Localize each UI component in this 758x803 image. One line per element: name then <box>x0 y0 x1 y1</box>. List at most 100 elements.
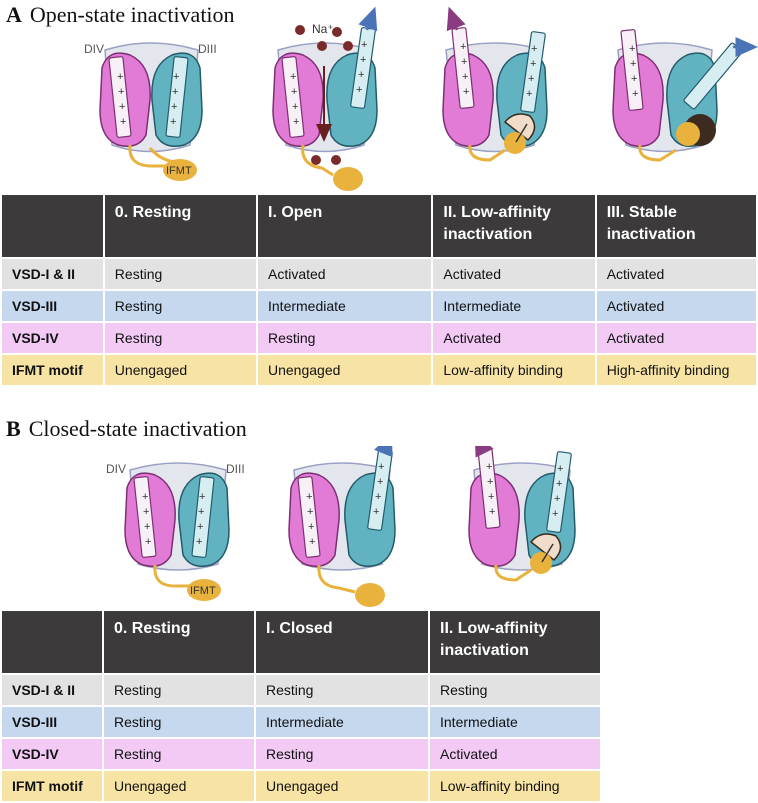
table-cell: Activated <box>596 291 756 321</box>
div-label: DIV <box>84 42 104 56</box>
table-cell: Resting <box>256 675 428 705</box>
table-cell: Resting <box>104 675 254 705</box>
svg-text:+: + <box>631 73 637 85</box>
div-label: DIV <box>106 462 126 476</box>
svg-text:+: + <box>526 88 532 100</box>
svg-text:+: + <box>528 73 534 85</box>
svg-text:+: + <box>377 476 383 488</box>
channel-a-open: + + + + + + + + Na⁺ <box>272 6 378 191</box>
svg-text:+: + <box>292 101 298 113</box>
table-row: VSD-III Resting Intermediate Intermediat… <box>2 291 756 321</box>
svg-text:+: + <box>145 536 151 548</box>
row-header: VSD-III <box>2 707 102 737</box>
panel-a-illustration: ++++ ++++ IFMT DIV DIII ++++ ++++ Na⁺ ++… <box>84 6 758 191</box>
svg-text:+: + <box>462 71 468 83</box>
table-header-row: 0. Resting I. Closed II. Low-affinity in… <box>2 611 600 673</box>
svg-text:+: + <box>557 463 563 475</box>
channel-b-resting: ++++ ++++ IFMT DIV DIII <box>106 462 245 601</box>
header-cell <box>2 195 103 257</box>
svg-text:+: + <box>308 521 314 533</box>
svg-text:+: + <box>199 491 205 503</box>
svg-text:+: + <box>309 536 315 548</box>
header-cell <box>2 611 102 673</box>
table-cell: Resting <box>104 259 256 289</box>
table-row: IFMT motif Unengaged Unengaged Low-affin… <box>2 355 756 385</box>
table-cell: Activated <box>258 259 432 289</box>
row-header: VSD-I & II <box>2 259 103 289</box>
table-row: IFMT motif Unengaged Unengaged Low-affin… <box>2 771 600 801</box>
svg-text:+: + <box>173 71 179 83</box>
header-cell: II. Low-affinity inactivation <box>430 611 600 673</box>
table-cell: Activated <box>596 259 756 289</box>
table-cell: Unengaged <box>104 355 256 385</box>
panel-b-letter: B <box>6 416 21 441</box>
table-header-row: 0. Resting I. Open II. Low-affinity inac… <box>2 195 756 257</box>
panel-b-state-table: 0. Resting I. Closed II. Low-affinity in… <box>0 609 602 803</box>
table-cell: Unengaged <box>258 355 432 385</box>
table-cell: Resting <box>256 739 428 769</box>
svg-text:+: + <box>118 86 124 98</box>
table-cell: Low-affinity binding <box>430 771 600 801</box>
svg-text:+: + <box>489 506 495 518</box>
table-cell: Resting <box>104 291 256 321</box>
ifmt-label: IFMT <box>190 585 216 597</box>
svg-text:+: + <box>142 491 148 503</box>
svg-text:+: + <box>290 71 296 83</box>
svg-text:+: + <box>460 41 466 53</box>
table-cell: Intermediate <box>433 291 595 321</box>
na-ion-label: Na⁺ <box>312 22 334 36</box>
svg-text:+: + <box>487 476 493 488</box>
table-cell: Resting <box>258 323 432 353</box>
row-header: VSD-IV <box>2 739 102 769</box>
svg-text:+: + <box>306 491 312 503</box>
svg-text:+: + <box>530 58 536 70</box>
svg-text:+: + <box>358 69 364 81</box>
svg-text:+: + <box>554 493 560 505</box>
table-cell: Resting <box>104 707 254 737</box>
svg-text:+: + <box>144 521 150 533</box>
table-cell: High-affinity binding <box>596 355 756 385</box>
table-cell: Activated <box>433 259 595 289</box>
svg-text:+: + <box>629 43 635 55</box>
table-row: VSD-IV Resting Resting Activated Activat… <box>2 323 756 353</box>
header-cell: II. Low-affinity inactivation <box>433 195 595 257</box>
row-header: VSD-III <box>2 291 103 321</box>
ifmt-particle-icon <box>163 159 197 181</box>
svg-text:+: + <box>307 506 313 518</box>
panel-a-state-table: 0. Resting I. Open II. Low-affinity inac… <box>0 193 758 387</box>
table-row: VSD-III Resting Intermediate Intermediat… <box>2 707 600 737</box>
table-cell: Activated <box>433 323 595 353</box>
table-row: VSD-I & II Resting Activated Activated A… <box>2 259 756 289</box>
svg-text:+: + <box>172 86 178 98</box>
svg-text:+: + <box>630 58 636 70</box>
svg-text:+: + <box>361 39 367 51</box>
svg-text:+: + <box>293 116 299 128</box>
channel-a-stable: + + + + <box>612 29 758 162</box>
table-cell: Resting <box>104 739 254 769</box>
svg-text:+: + <box>486 461 492 473</box>
header-cell: III. Stable inactivation <box>596 195 756 257</box>
table-row: VSD-I & II Resting Resting Resting <box>2 675 600 705</box>
table-cell: Intermediate <box>430 707 600 737</box>
row-header: IFMT motif <box>2 355 103 385</box>
svg-text:+: + <box>488 491 494 503</box>
table-row: VSD-IV Resting Resting Activated <box>2 739 600 769</box>
table-cell: Activated <box>430 739 600 769</box>
svg-text:+: + <box>198 506 204 518</box>
svg-text:+: + <box>356 84 362 96</box>
svg-text:+: + <box>378 461 384 473</box>
diii-label: DIII <box>226 462 245 476</box>
table-cell: Intermediate <box>256 707 428 737</box>
panel-a-title-text: Open-state inactivation <box>29 2 235 27</box>
svg-text:+: + <box>120 116 126 128</box>
svg-text:+: + <box>632 88 638 100</box>
table-cell: Activated <box>596 323 756 353</box>
svg-text:+: + <box>531 43 537 55</box>
svg-text:+: + <box>360 54 366 66</box>
ifmt-label: IFMT <box>166 165 192 177</box>
svg-text:+: + <box>291 86 297 98</box>
table-cell: Resting <box>430 675 600 705</box>
channel-b-low-affinity: ++++ ++++ <box>468 446 576 582</box>
